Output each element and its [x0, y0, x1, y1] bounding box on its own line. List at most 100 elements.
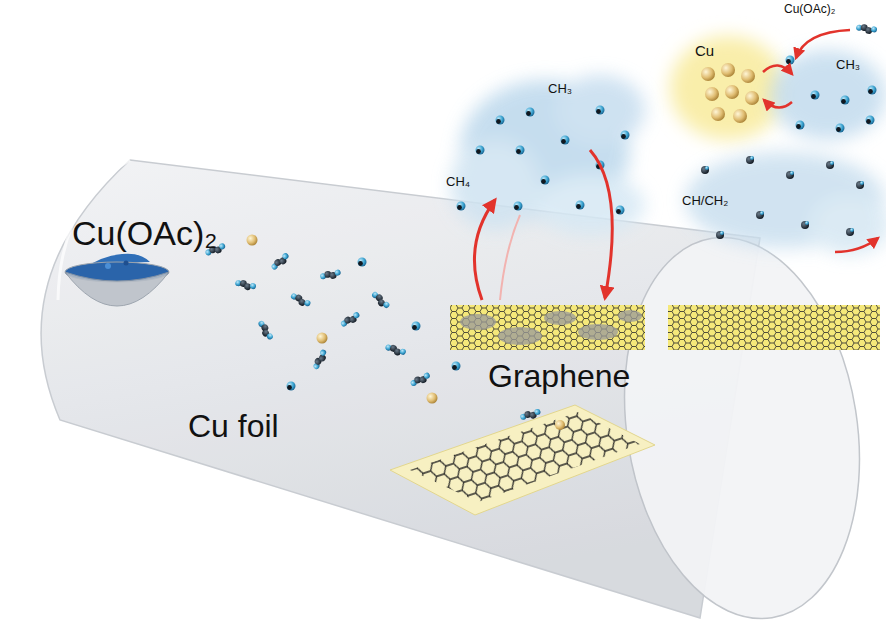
gas-molecules-part: [311, 348, 329, 371]
right-inset-part: [764, 100, 792, 108]
right-inset-part: [826, 161, 834, 169]
right-inset: [668, 23, 886, 350]
right-inset-part: [835, 238, 878, 252]
left-inset-part-part: [578, 324, 618, 340]
left-inset-part-part: [618, 310, 642, 322]
right-inset-part: [796, 30, 850, 58]
left-inset-part: [514, 202, 523, 211]
substrate-label: Cu foil: [188, 408, 279, 445]
left-inset-part: [616, 206, 625, 215]
gas-molecules-part: [358, 258, 367, 267]
right-inset-part: [801, 221, 809, 229]
right-inset-part: [763, 65, 792, 74]
right-inset-part-part: [725, 85, 739, 99]
left-inset-part: [476, 146, 485, 155]
gas-molecules-part: [427, 393, 438, 404]
right-inset-part: [868, 86, 877, 95]
right-inset-part: [701, 166, 709, 174]
left-inset-part: [496, 116, 505, 125]
gas-molecules: [204, 235, 565, 431]
left-inset: [450, 75, 645, 350]
right-inset-part: [841, 96, 850, 105]
precursor-label: Cu(OAc)₂: [72, 214, 217, 253]
left-inset-part: [596, 106, 605, 115]
right-inset-part: [746, 156, 754, 164]
right-inset-part-part: [721, 63, 735, 77]
right-inset-part: [685, 50, 886, 255]
left-inset-part-part: [460, 314, 496, 330]
left-inset-part: [500, 215, 520, 300]
gas-molecules-part: [339, 311, 362, 329]
right-inset-part-part: [770, 50, 886, 140]
cu-foil: [390, 405, 655, 515]
gas-molecules-part: [555, 420, 565, 430]
cu-foil-part: [390, 405, 655, 515]
gas-molecules-part: [370, 290, 391, 311]
gas-molecules-part: [409, 371, 432, 388]
species-label: CH₄: [446, 175, 470, 190]
left-inset-part: [450, 305, 645, 350]
gas-molecules-part: [319, 269, 341, 281]
right-inset-part: [716, 231, 724, 239]
gas-molecules-part: [384, 342, 407, 357]
gas-molecules-part: [287, 382, 296, 391]
left-inset-part: [576, 201, 585, 210]
right-inset-part: [796, 121, 805, 130]
gas-molecules-part: [256, 319, 274, 342]
left-inset-part: [621, 131, 630, 140]
right-inset-part-part: [733, 109, 747, 123]
right-inset-part: [786, 171, 794, 179]
left-inset-part: [450, 75, 645, 235]
left-inset-part: [541, 176, 550, 185]
right-inset-part: [668, 305, 880, 350]
right-inset-part: [756, 211, 764, 219]
atom-label: Cu: [695, 42, 714, 59]
right-inset-part: [701, 63, 759, 123]
right-inset-part: [846, 228, 854, 236]
left-inset-part: [457, 202, 466, 211]
right-inset-part: [855, 23, 877, 35]
right-inset-part: [836, 124, 845, 133]
film-label: Graphene: [488, 358, 630, 395]
gas-molecules-part: [519, 408, 542, 422]
right-inset-part-part: [741, 69, 755, 83]
species-label: CH/CH₂: [682, 194, 728, 209]
right-inset-part: [786, 56, 795, 65]
left-inset-part-part: [498, 327, 542, 345]
left-inset-part: [516, 146, 525, 155]
right-inset-part-part: [711, 107, 725, 121]
left-inset-part: [526, 108, 535, 117]
gas-molecules-part: [452, 362, 461, 371]
left-inset-part-part: [535, 175, 645, 235]
gas-molecules-part: [234, 278, 257, 292]
cu-foil-part: [410, 412, 640, 502]
precursor-boat: [65, 254, 169, 306]
gas-molecules-part: [289, 291, 312, 309]
quartz-tube-part: [598, 220, 885, 621]
left-inset-part: [561, 136, 570, 145]
right-inset-part-part: [705, 87, 719, 101]
right-inset-part-part: [701, 67, 715, 81]
right-inset-part: [670, 36, 786, 140]
species-label: CH₃: [548, 82, 572, 97]
gas-molecules-part: [247, 235, 258, 246]
precursor-boat-part: [105, 263, 111, 269]
precursor-label: Cu(OAc)₂: [784, 3, 835, 17]
left-inset-part: [460, 310, 642, 345]
left-inset-part: [590, 150, 612, 298]
left-inset-part-part: [544, 311, 576, 325]
right-inset-part: [811, 91, 820, 100]
right-inset-part: [668, 305, 880, 350]
right-inset-part-part: [745, 91, 759, 105]
right-inset-part: [866, 116, 875, 125]
gas-molecules-part: [270, 252, 292, 272]
precursor-boat-part: [65, 272, 169, 306]
precursor-boat-part: [124, 261, 129, 266]
left-inset-part: [450, 305, 645, 350]
gas-molecules-part: [317, 333, 328, 344]
right-inset-part: [856, 181, 864, 189]
gas-molecules-part: [412, 322, 421, 331]
right-inset-part-part: [810, 195, 886, 255]
